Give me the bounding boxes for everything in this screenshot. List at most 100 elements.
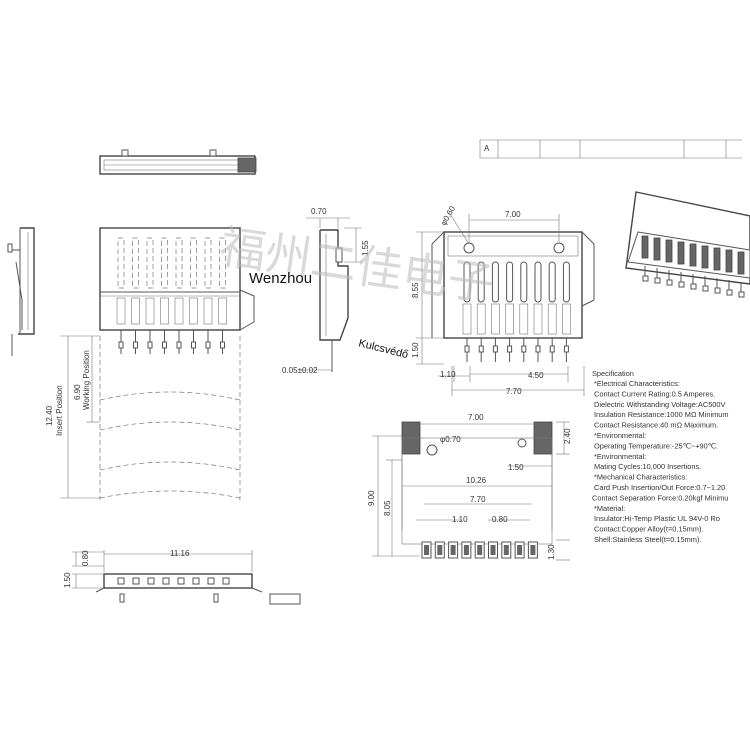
spec-line: Contact:Copper Alloy(t=0.15mm).: [594, 525, 703, 534]
spec-title: Specification: [592, 369, 634, 378]
spec-line: *Environmental:: [594, 452, 646, 461]
contact-cell: [132, 577, 140, 585]
dim-0-80-front: 0.80: [81, 550, 90, 566]
spec-line: Contact Separation Force:0.20kgf Minimu: [592, 493, 728, 502]
watermark-wenzhou: Wenzhou: [249, 270, 312, 287]
top-view: [99, 149, 257, 175]
solder-pad-inner: [437, 545, 443, 555]
contact-slot: [146, 237, 154, 289]
contact-window: [519, 303, 529, 335]
pin-tab: [492, 345, 498, 353]
iso-pin-foot: [654, 277, 661, 284]
contact-slot: [132, 237, 139, 289]
spec-line: *Mechanical Characteristics:: [594, 473, 687, 482]
pin-tab: [147, 341, 153, 349]
contact-window: [505, 303, 514, 335]
iso-slot: [653, 237, 661, 261]
contact-slot: [477, 261, 485, 303]
left-side-view: [7, 227, 35, 356]
dim-1-50-front: 1.50: [63, 572, 72, 588]
contact-window: [189, 297, 198, 325]
iso-pin-foot: [738, 291, 745, 298]
contact-window: [547, 303, 557, 335]
spec-line: *Material:: [594, 504, 625, 513]
contact-cell: [117, 577, 125, 585]
dim-0-05: 0.05±0.02: [282, 366, 318, 375]
contact-window: [533, 303, 543, 335]
contact-window: [131, 297, 140, 325]
dim-1-55: 1.55: [361, 240, 370, 256]
dim-11-16: 11.16: [170, 549, 190, 558]
spec-line: Insulation Resistance:1000 MΩ Minimum: [594, 410, 729, 419]
contact-slot: [491, 261, 499, 303]
dim-4-50: 4.50: [528, 371, 544, 380]
contact-slot: [117, 237, 125, 289]
dim-8-55: 8.55: [411, 282, 420, 298]
iso-slot: [737, 251, 745, 275]
title-block-a: A: [484, 144, 490, 153]
iso-pin-foot: [726, 289, 733, 296]
contact-window: [116, 297, 126, 325]
pin-tab: [118, 341, 124, 349]
spec-line: *Environmental:: [594, 431, 646, 440]
contact-slot: [463, 261, 471, 303]
dim-1-10-fp: 1.10: [452, 515, 468, 524]
iso-slot: [641, 235, 649, 259]
dim-7-00-fp: 7.00: [468, 413, 484, 422]
iso-slot: [713, 247, 721, 271]
spec-line: Card Push Insertion/Out Force:0.7~1.20: [594, 483, 725, 492]
pin-tab: [220, 341, 225, 349]
iso-slot: [665, 239, 673, 263]
iso-pin-foot: [714, 287, 721, 294]
iso-pin-foot: [702, 285, 709, 292]
pin-tab: [535, 345, 541, 353]
contact-cell: [177, 577, 185, 585]
contact-slot: [219, 237, 226, 289]
solder-pad-inner: [463, 545, 469, 555]
dim-1-30: 1.30: [547, 544, 556, 560]
contact-window: [491, 303, 500, 335]
contact-window: [218, 297, 227, 325]
dim-10-26: 10.26: [466, 476, 487, 485]
contact-slot: [204, 237, 212, 289]
dim-6-90: 6.90: [73, 384, 82, 400]
pin-tab: [478, 345, 484, 353]
footprint-view: 7.00 2.40 φ0.70 1.50 10.26 9.00 8.05 7.7…: [367, 413, 572, 561]
dim-1-50-fp: 1.50: [508, 463, 524, 472]
pin-tab: [521, 345, 527, 353]
contact-cell: [162, 577, 170, 585]
pin-tab: [205, 341, 211, 349]
dim-0-70-top: 0.70: [311, 207, 327, 216]
contact-cell: [207, 577, 215, 585]
solder-pad-inner: [530, 545, 536, 555]
spec-line: *Electrical Characteristics:: [594, 379, 680, 388]
spec-line: Shell:Stainless Steel(t=0.15mm).: [594, 535, 701, 544]
pin-tab: [549, 345, 555, 353]
main-view: [99, 227, 255, 500]
contact-slot: [548, 261, 556, 303]
contact-slot: [175, 237, 183, 289]
pin-tab: [464, 345, 470, 353]
contact-window: [476, 303, 486, 335]
watermark-chinese: 福州二佳电子: [217, 220, 498, 310]
contact-slot: [190, 237, 197, 289]
spec-line: Operating Temperature:-25℃~+90℃.: [594, 441, 718, 450]
contact-cell: [147, 577, 155, 585]
contact-window: [145, 297, 155, 325]
spec-line: Insulator:Hi-Temp Plastic UL 94V-0 Ro: [594, 514, 720, 523]
pin-tab: [176, 341, 182, 349]
isometric-view: [625, 191, 750, 298]
dim-7-70-fp: 7.70: [470, 495, 486, 504]
solder-pad-inner: [503, 545, 509, 555]
contact-window: [174, 297, 184, 325]
contact-cell: [222, 577, 230, 585]
pin-tab: [563, 345, 569, 353]
pin-tab: [133, 341, 138, 349]
solder-pad-inner: [490, 545, 496, 555]
contact-window: [203, 297, 213, 325]
iso-pin-foot: [642, 275, 649, 282]
insert-position-label: Insert Position: [55, 385, 64, 436]
solder-pad-inner: [424, 545, 429, 555]
bottom-front-view: 11.16 0.80 1.50: [63, 549, 301, 605]
